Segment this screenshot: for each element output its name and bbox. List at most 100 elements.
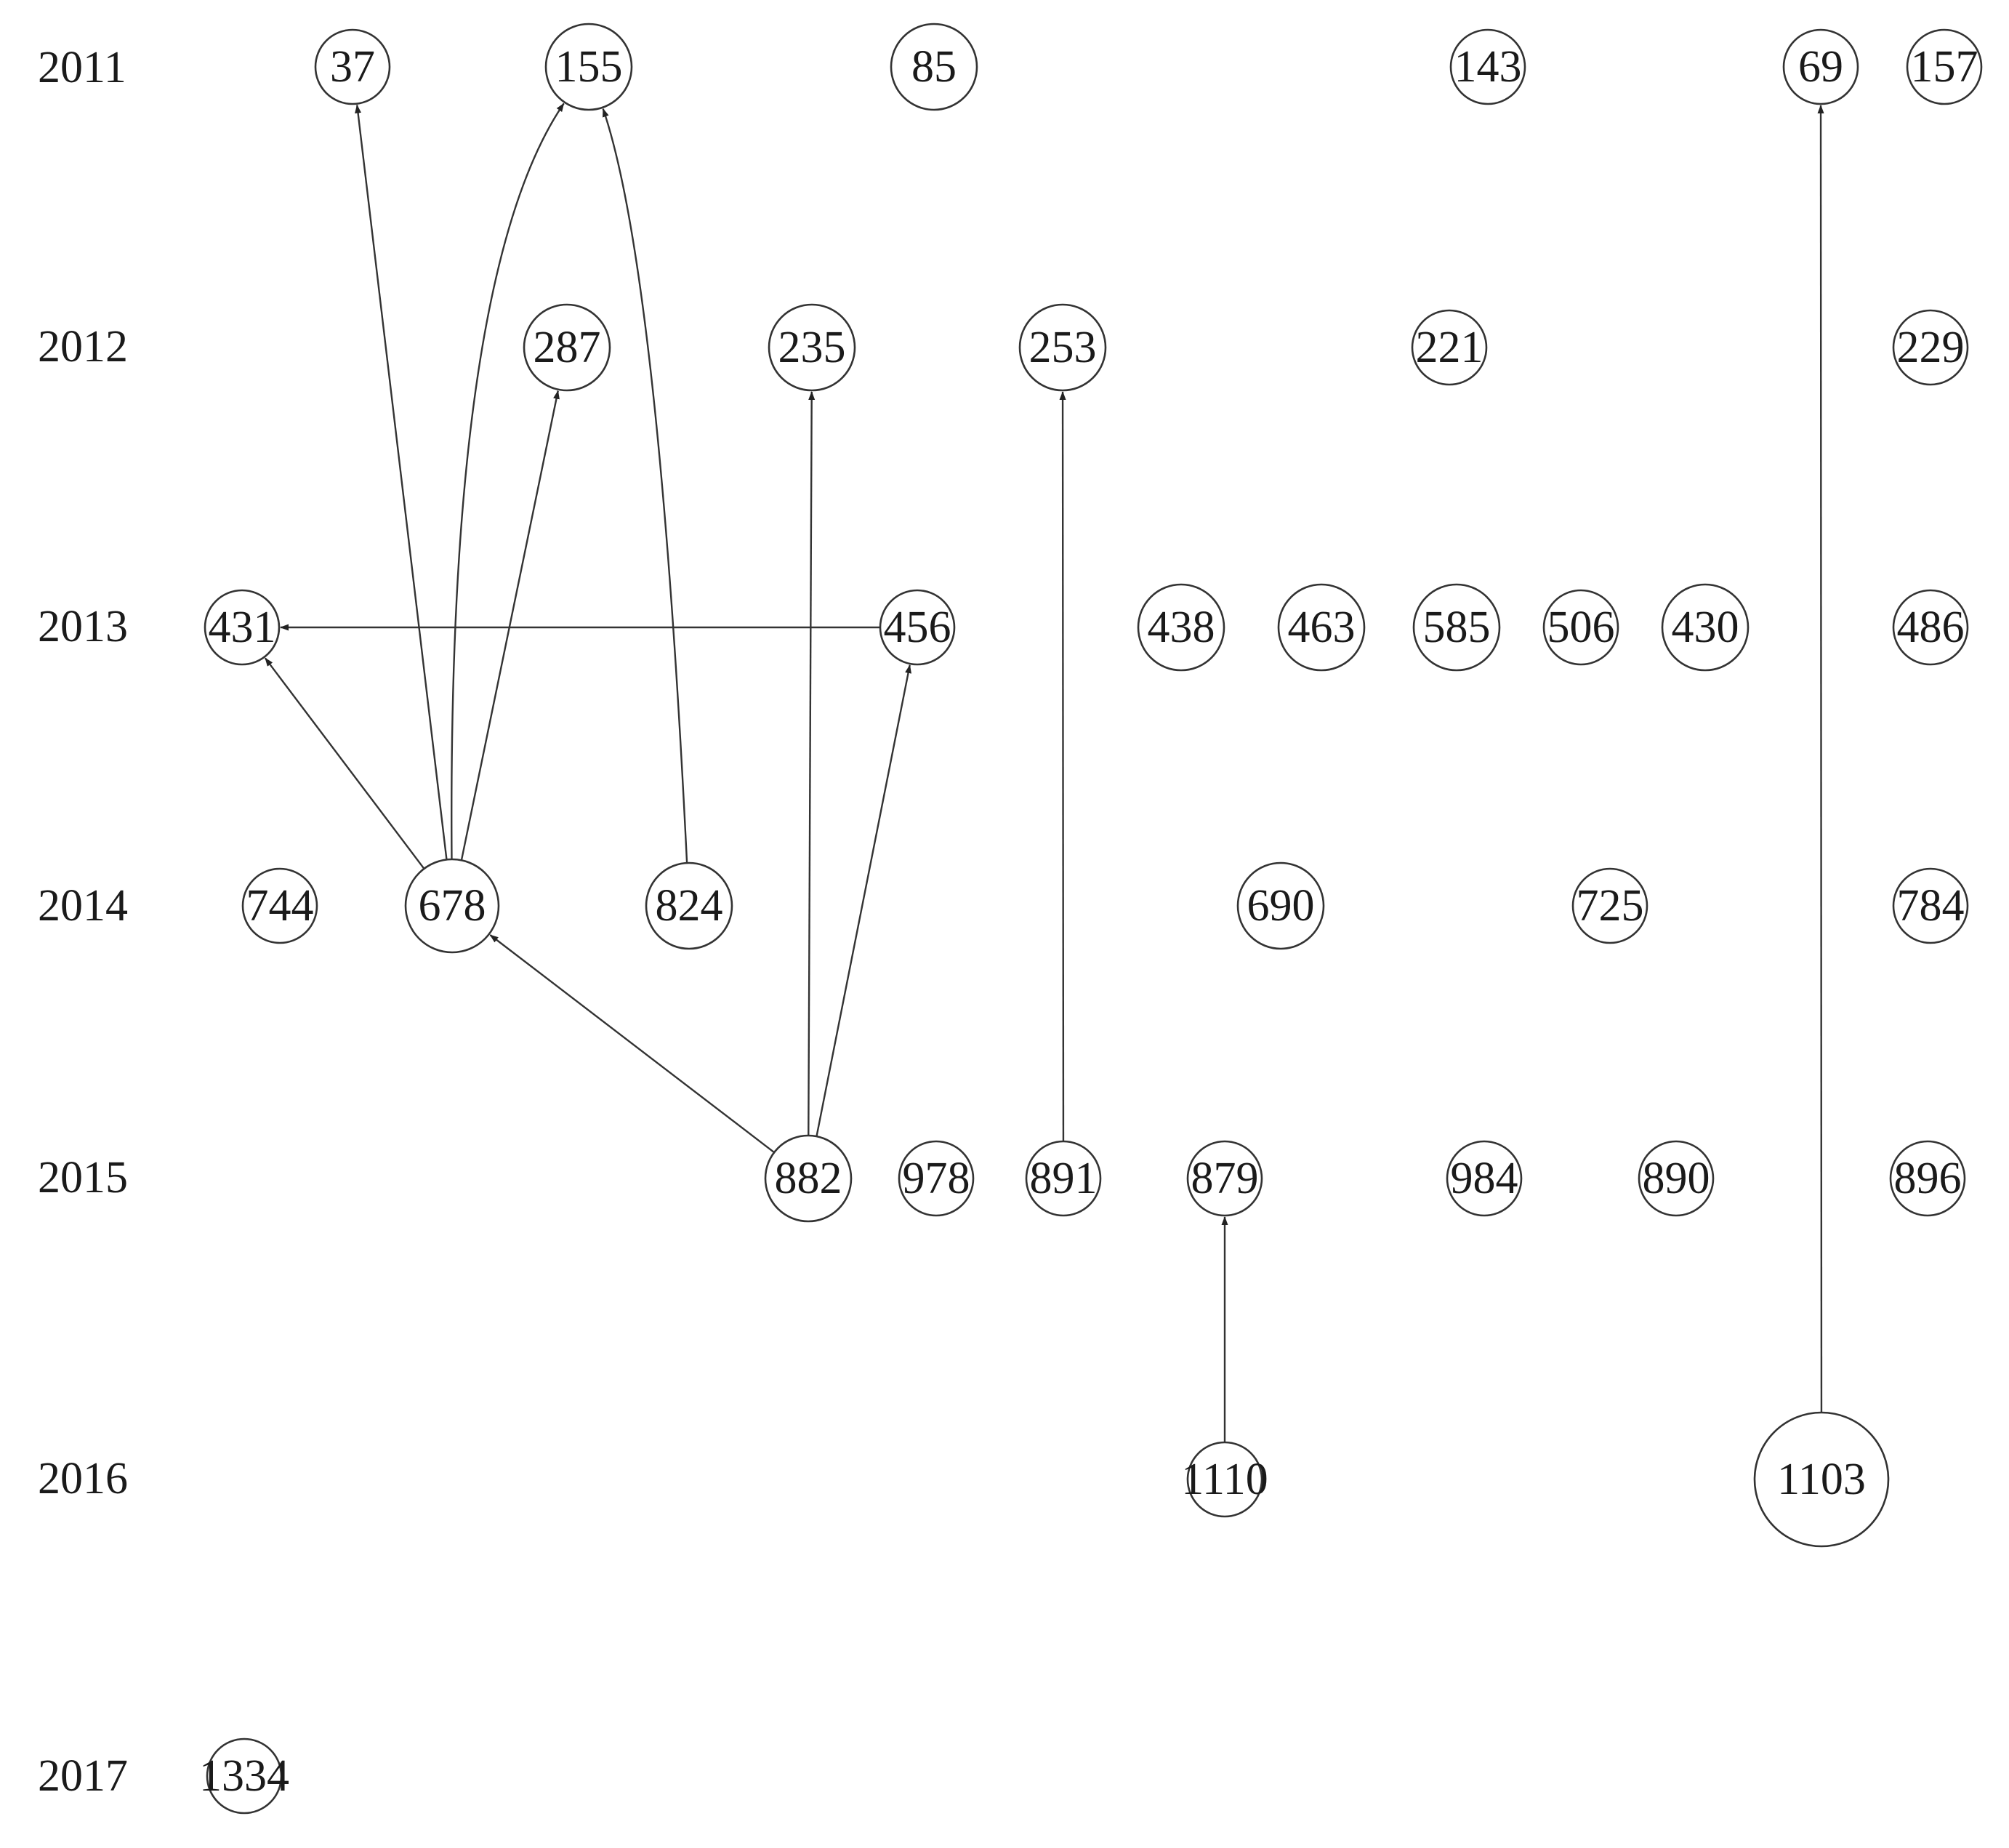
node-circle: [1892, 589, 1969, 666]
node-431: 431: [204, 589, 281, 666]
node-label: 978: [903, 1154, 970, 1203]
node-725: 725: [1571, 867, 1648, 944]
year-label-2012: 2012: [38, 322, 128, 371]
node-circle: [1892, 309, 1969, 386]
node-229: 229: [1892, 309, 1969, 386]
year-label-2015: 2015: [38, 1153, 128, 1202]
node-label: 229: [1897, 323, 1965, 372]
node-circle: [1025, 1140, 1102, 1217]
edge-678-to-287: [460, 390, 560, 861]
node-label: 85: [911, 42, 957, 92]
node-circle: [1892, 867, 1969, 944]
node-circle: [768, 303, 856, 392]
node-882: 882: [764, 1134, 853, 1223]
node-label: 430: [1672, 603, 1739, 652]
node-label: 221: [1416, 323, 1483, 372]
node-label: 890: [1643, 1154, 1710, 1203]
node-circle: [1277, 583, 1366, 672]
node-label: 896: [1894, 1154, 1962, 1203]
node-label: 431: [209, 603, 276, 652]
node-506: 506: [1542, 589, 1619, 666]
node-circle: [1186, 1140, 1263, 1217]
node-37: 37: [314, 28, 391, 105]
node-585: 585: [1412, 583, 1501, 672]
node-690: 690: [1236, 861, 1325, 950]
node-label: 725: [1577, 881, 1644, 931]
node-978: 978: [898, 1140, 975, 1217]
node-label: 37: [330, 42, 375, 92]
node-891: 891: [1025, 1140, 1102, 1217]
node-824: 824: [645, 861, 733, 950]
node-label: 69: [1798, 42, 1843, 92]
node-69: 69: [1782, 28, 1859, 105]
node-circle: [1412, 583, 1501, 672]
node-label: 882: [775, 1154, 842, 1203]
node-label: 155: [555, 42, 623, 92]
node-circle: [764, 1134, 853, 1223]
node-circle: [1661, 583, 1750, 672]
node-label: 463: [1288, 603, 1356, 652]
node-circle: [1186, 1441, 1263, 1518]
node-456: 456: [879, 589, 956, 666]
edge-678-to-155: [451, 103, 565, 860]
node-890: 890: [1638, 1140, 1715, 1217]
node-1103: 1103: [1753, 1411, 1890, 1548]
node-circle: [1449, 28, 1526, 105]
node-678: 678: [404, 858, 500, 954]
node-circle: [898, 1140, 975, 1217]
node-label: 287: [534, 323, 601, 372]
node-430: 430: [1661, 583, 1750, 672]
node-label: 891: [1030, 1154, 1098, 1203]
node-143: 143: [1449, 28, 1526, 105]
node-157: 157: [1906, 28, 1983, 105]
node-label: 438: [1148, 603, 1215, 652]
edge-882-to-456: [816, 664, 911, 1137]
edge-678-to-37: [355, 104, 448, 860]
node-circle: [645, 861, 733, 950]
node-486: 486: [1892, 589, 1969, 666]
node-label: 253: [1029, 323, 1097, 372]
node-circle: [1906, 28, 1983, 105]
node-235: 235: [768, 303, 856, 392]
edges-layer: [264, 103, 1824, 1442]
node-label: 456: [884, 603, 951, 652]
edge-678-to-431: [264, 657, 425, 869]
node-784: 784: [1892, 867, 1969, 944]
nodes-layer: 37 155 85 143 69 157 287 235 253 221 229 431 456 438 4…: [199, 23, 1983, 1815]
node-circle: [1782, 28, 1859, 105]
node-label: 879: [1191, 1154, 1259, 1203]
year-label-2017: 2017: [38, 1751, 128, 1801]
year-label-2016: 2016: [38, 1454, 128, 1503]
node-879: 879: [1186, 1140, 1263, 1217]
node-circle: [206, 1737, 283, 1815]
node-label: 585: [1423, 603, 1491, 652]
node-label: 235: [778, 323, 846, 372]
node-253: 253: [1018, 303, 1107, 392]
year-label-2013: 2013: [38, 602, 128, 651]
node-label: 1103: [1777, 1455, 1866, 1504]
node-287: 287: [523, 303, 611, 392]
node-circle: [890, 23, 978, 111]
node-1110: 1110: [1181, 1441, 1268, 1518]
node-label: 690: [1247, 881, 1315, 931]
node-circle: [544, 23, 633, 111]
node-circle: [204, 589, 281, 666]
edge-882-to-235: [808, 390, 816, 1136]
year-axis: 2011 2012 2013 2014 2015 2016 2017: [38, 43, 128, 1801]
year-label-2011: 2011: [38, 43, 126, 92]
node-circle: [879, 589, 956, 666]
node-label: 678: [419, 881, 486, 931]
node-label: 1334: [199, 1751, 289, 1801]
node-896: 896: [1889, 1140, 1966, 1217]
node-438: 438: [1137, 583, 1225, 672]
node-label: 824: [656, 881, 723, 931]
node-circle: [1236, 861, 1325, 950]
node-circle: [1446, 1140, 1523, 1217]
node-circle: [241, 867, 318, 944]
node-744: 744: [241, 867, 318, 944]
node-463: 463: [1277, 583, 1366, 672]
node-label: 984: [1451, 1154, 1518, 1203]
node-circle: [1137, 583, 1225, 672]
node-circle: [1889, 1140, 1966, 1217]
